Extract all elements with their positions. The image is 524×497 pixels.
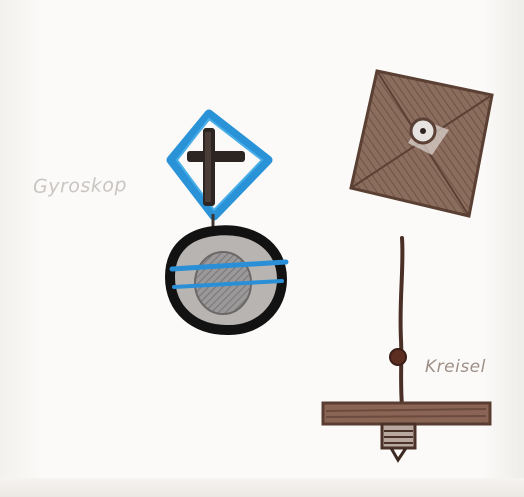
gyroscope-frame [171,114,268,216]
spinning-top-spindle [382,424,415,460]
spinning-top-plate [323,403,490,424]
gyroscope-disc [170,230,286,330]
box-drawing [351,71,492,216]
spinning-top-drawing [323,238,490,460]
spinning-top-knob [390,349,406,365]
gyroscope-label: Gyroskop [33,174,127,198]
spinning-top-axle [401,238,403,406]
gyroscope-drawing [170,114,286,330]
spinning-top-label: Kreisel [425,357,486,377]
